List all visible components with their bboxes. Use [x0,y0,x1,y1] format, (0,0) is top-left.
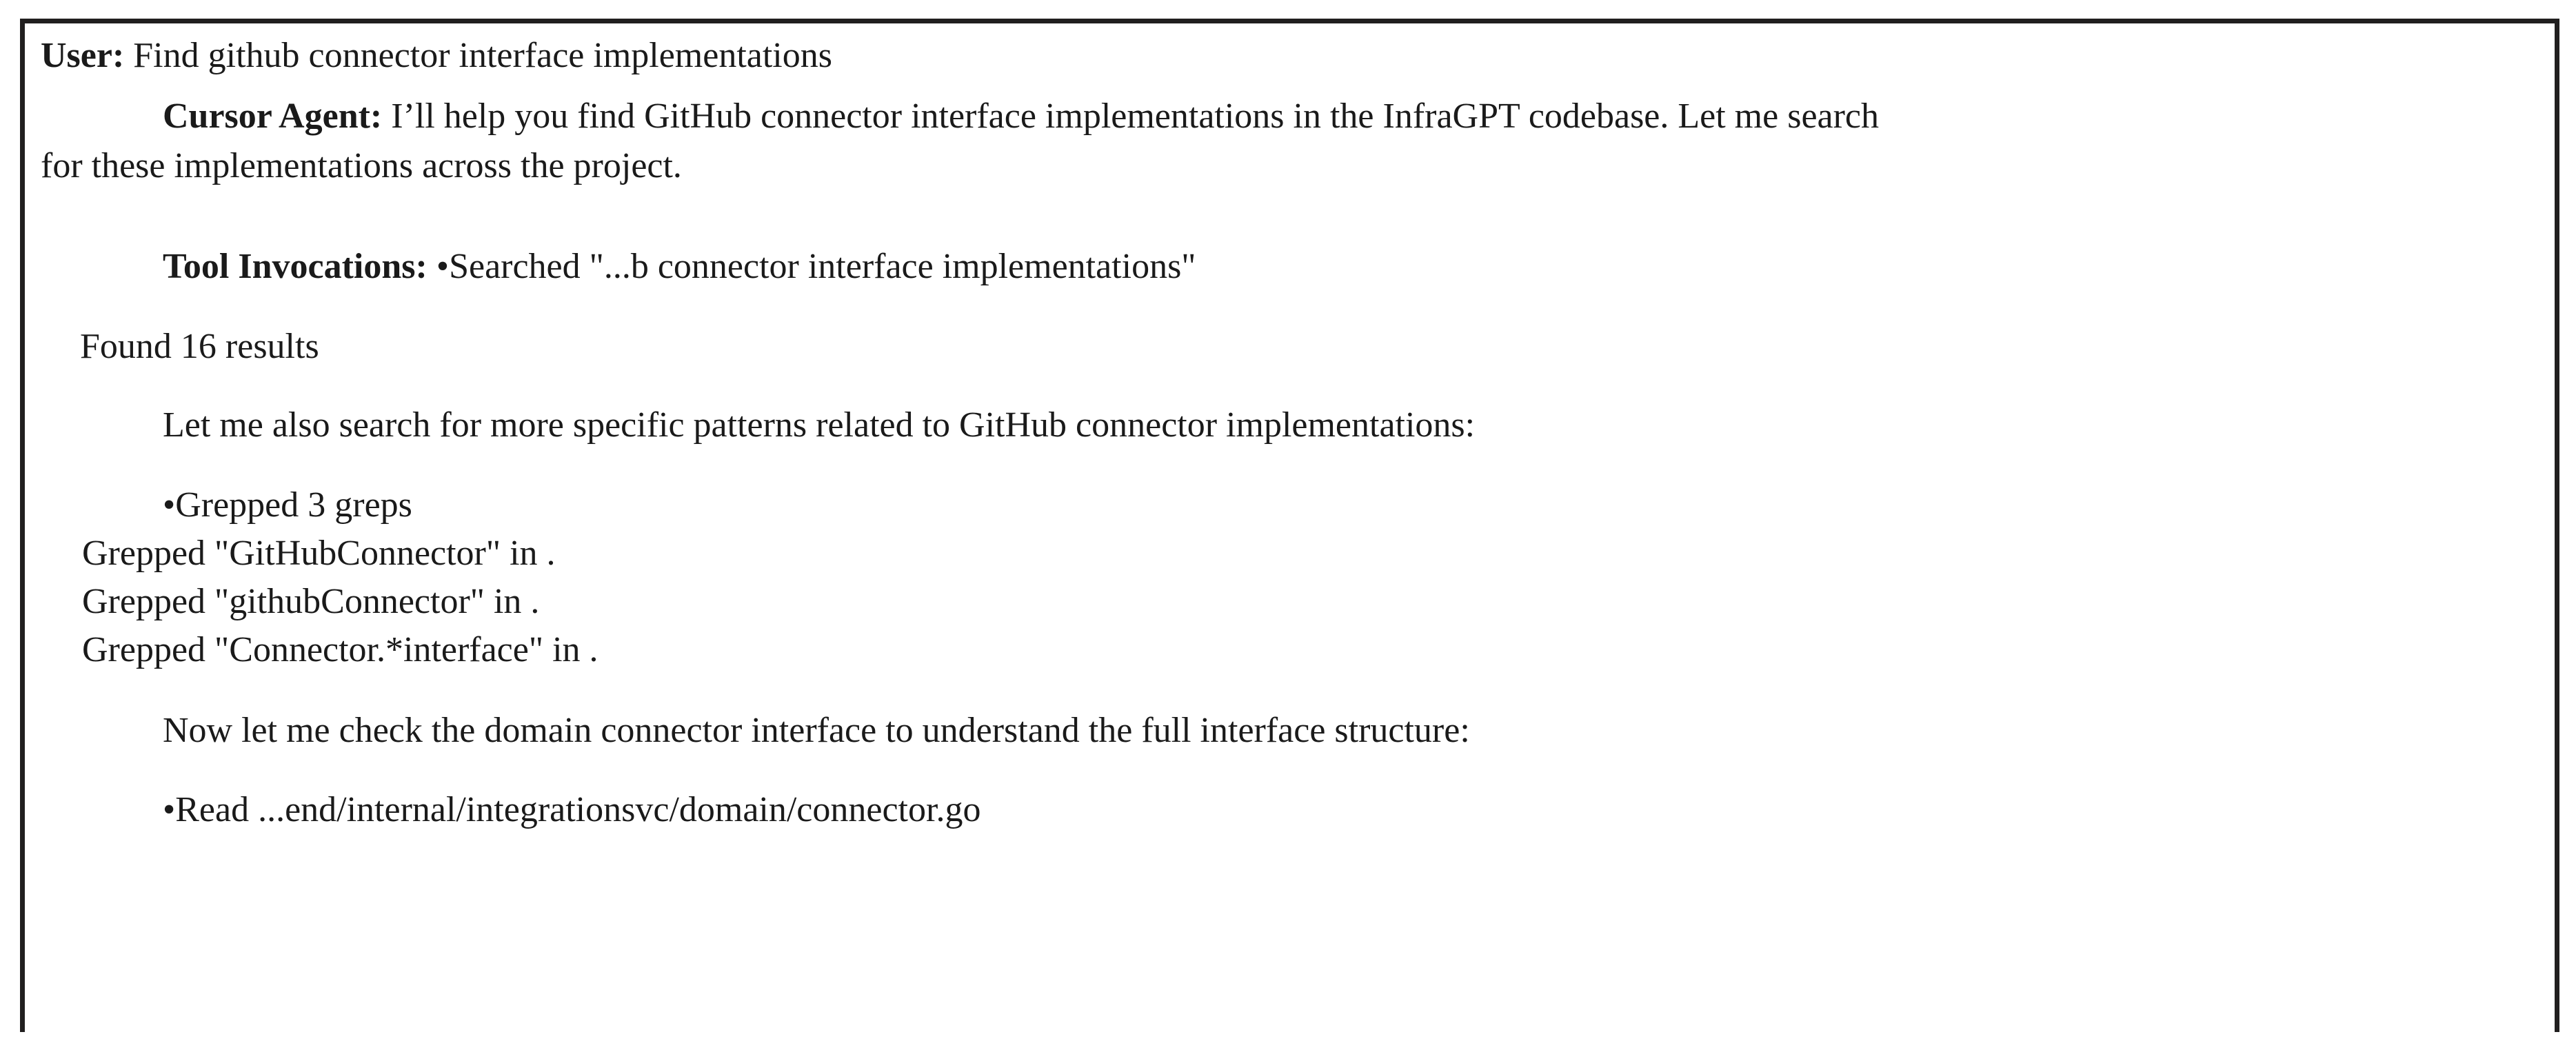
user-message-text: Find github connector interface implemen… [124,36,832,75]
tool-invocations-spacer [427,247,436,286]
tool-invocations-line: Tool Invocations: •Searched "...b connec… [163,245,1196,288]
read-tool-call-text: Read ...end/internal/integrationsvc/doma… [175,790,981,829]
search-result-count: Found 16 results [80,327,319,366]
agent-followup-line-2: Now let me check the domain connector in… [163,711,1470,750]
bullet-icon: • [163,485,176,525]
searched-tool-call: Searched "...b connector interface imple… [449,247,1196,286]
grep-entry: Grepped "Connector.*interface" in . [82,630,598,669]
agent-role-label: Cursor Agent: [163,97,383,136]
grep-summary-line: •Grepped 3 greps [163,484,412,527]
agent-message-text-line-1: I’ll help you find GitHub connector inte… [382,97,1879,136]
bullet-icon: • [436,247,450,286]
agent-turn-line-1: Cursor Agent: I’ll help you find GitHub … [163,95,2528,138]
user-turn-line: User: Find github connector interface im… [41,34,832,77]
grep-summary-text: Grepped 3 greps [175,485,412,525]
tool-invocations-label: Tool Invocations: [163,247,427,286]
transcript-frame: User: Find github connector interface im… [20,19,2559,1032]
bullet-icon: • [163,790,176,829]
grep-entry: Grepped "GitHubConnector" in . [82,534,556,573]
user-role-label: User: [41,36,125,75]
agent-turn-line-2: for these implementations across the pro… [41,146,682,185]
agent-followup-line-1: Let me also search for more specific pat… [163,405,1476,445]
grep-entry: Grepped "githubConnector" in . [82,582,540,621]
read-tool-call-line: •Read ...end/internal/integrationsvc/dom… [163,789,980,831]
